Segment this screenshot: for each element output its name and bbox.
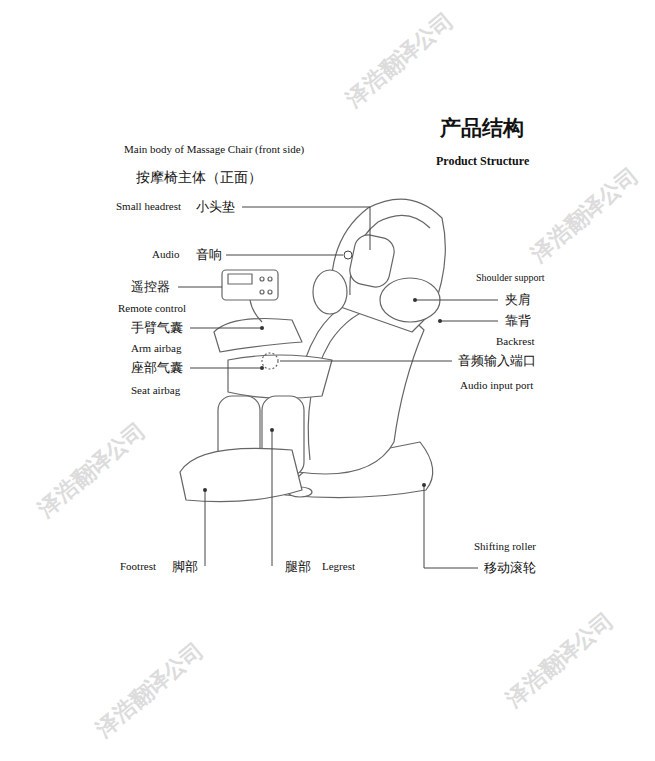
remote-button — [260, 290, 264, 294]
part-label: Audio — [152, 248, 180, 261]
shoulder-pad — [313, 270, 347, 314]
leader-dot — [260, 366, 264, 370]
audio-port-mark — [262, 353, 278, 369]
leader-dot — [260, 326, 264, 330]
leader-line — [424, 485, 478, 568]
part-label: Legrest — [322, 560, 355, 573]
part-label: Remote control — [118, 302, 186, 315]
leader-line — [272, 430, 273, 566]
part-label: 遥控器 — [131, 279, 170, 295]
leader-line — [190, 328, 262, 329]
leader-line — [178, 287, 222, 288]
watermark: 泽浩翻译公司 — [91, 637, 209, 742]
remote-button — [260, 277, 264, 281]
subtitle: Product Structure — [436, 154, 529, 168]
page-title: 产品结构 — [440, 116, 524, 141]
part-label: 音响 — [196, 247, 222, 263]
foot-rest — [180, 448, 302, 501]
leader-dot — [344, 251, 352, 259]
part-label: Seat airbag — [131, 384, 180, 397]
leader-dot — [413, 298, 417, 302]
leader-line — [190, 368, 262, 369]
heading-label: Main body of Massage Chair (front side) — [124, 143, 304, 156]
part-label: Audio input port — [460, 379, 533, 392]
leader-line — [415, 300, 498, 301]
backrest-shell — [331, 199, 445, 332]
remote-button — [268, 277, 272, 281]
part-label: 移动滚轮 — [484, 560, 536, 576]
part-label: 夹肩 — [505, 292, 531, 308]
leader-line — [205, 490, 206, 566]
remote-screen — [228, 274, 252, 284]
heading-label: 按摩椅主体（正面） — [136, 169, 262, 186]
leader-dot — [203, 488, 207, 492]
watermark: 泽浩翻译公司 — [526, 162, 644, 267]
leader-line — [242, 207, 370, 250]
remote-button — [268, 290, 272, 294]
part-label: 脚部 — [172, 559, 198, 575]
part-label: 腿部 — [285, 559, 311, 575]
part-label: Arm airbag — [131, 342, 181, 355]
watermark: 泽浩翻译公司 — [501, 607, 619, 712]
leader-line — [226, 255, 343, 256]
leader-line — [440, 321, 498, 322]
part-label: 手臂气囊 — [131, 320, 183, 336]
part-label: 靠背 — [505, 313, 531, 329]
arm-rest — [214, 319, 302, 353]
remote-cord — [250, 300, 262, 322]
part-label: 音频输入端口 — [458, 353, 536, 369]
part-label: 座部气囊 — [131, 360, 183, 376]
headrest — [347, 232, 397, 289]
leader-dot — [270, 428, 274, 432]
part-label: Footrest — [120, 560, 156, 573]
part-label: Shoulder support — [476, 272, 545, 284]
watermark: 泽浩翻译公司 — [33, 417, 151, 522]
part-label: Shifting roller — [474, 540, 536, 553]
part-label: Small headrest — [116, 200, 181, 213]
leader-dot — [422, 483, 426, 487]
leader-line — [280, 361, 452, 362]
remote — [222, 270, 278, 300]
watermark: 泽浩翻译公司 — [341, 7, 459, 112]
part-label: 小头垫 — [196, 199, 235, 215]
part-label: Backrest — [496, 335, 534, 348]
leader-dot — [438, 319, 442, 323]
